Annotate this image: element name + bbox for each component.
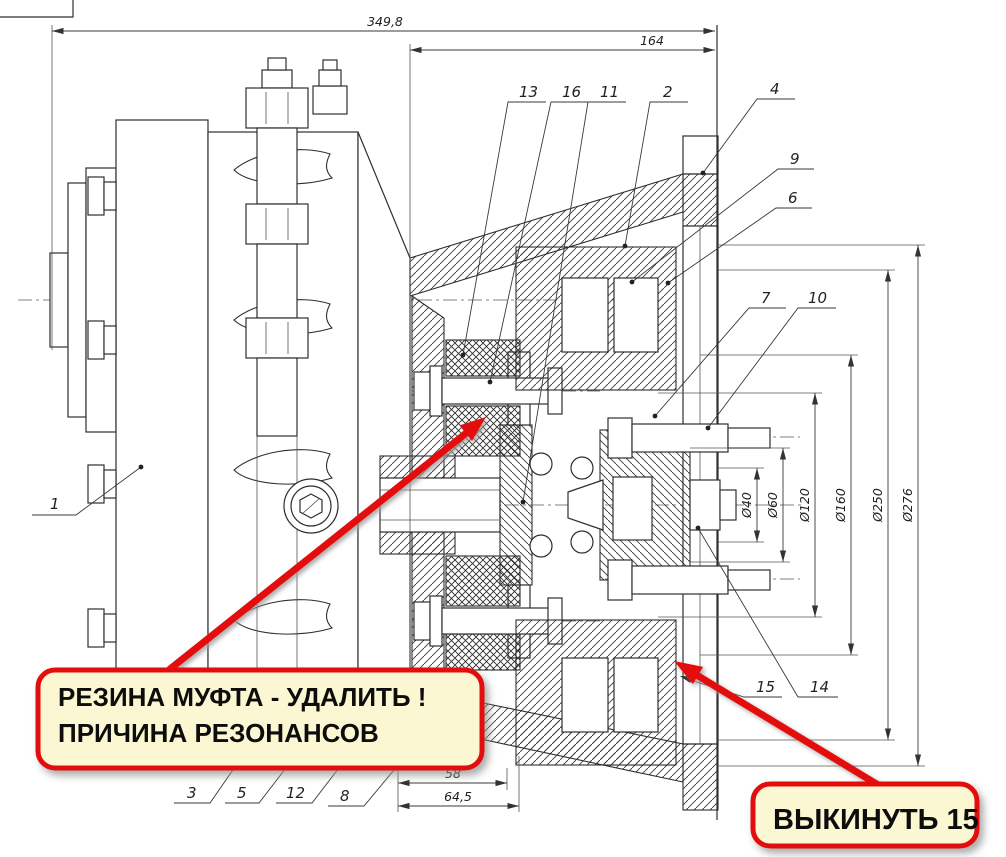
coupling-bolt-top — [413, 365, 563, 417]
dim-bell-length: 164 — [409, 33, 715, 770]
callout-10-label: 10 — [808, 289, 827, 307]
callout-8-label: 8 — [340, 787, 350, 805]
callout-6-label: 6 — [788, 189, 798, 207]
callout-16: 16 — [487, 83, 589, 385]
callout-3-label: 3 — [187, 784, 197, 802]
stud-column — [245, 57, 309, 690]
callout-5: 5 — [225, 763, 290, 804]
callout-11: 11 — [520, 83, 626, 505]
callout-6: 6 — [665, 189, 812, 286]
callout-4-label: 4 — [770, 80, 780, 98]
rubber-arrow — [166, 426, 474, 673]
frame-fragment — [0, 0, 74, 18]
callout-1-label: 1 — [50, 495, 60, 513]
dim-d250-label: Ø250 — [870, 488, 885, 523]
flywheel-ring-bottom — [515, 619, 677, 766]
bottom-bracket — [682, 743, 719, 811]
callout-12-label: 12 — [286, 784, 305, 802]
callout-13: 13 — [460, 83, 546, 358]
dim-bell-label: 164 — [640, 33, 664, 48]
dim-d120-label: Ø120 — [797, 488, 812, 523]
rubber-note-box — [35, 667, 485, 771]
dim-d250: Ø250 — [718, 269, 895, 741]
callout-15: 15 — [680, 676, 782, 698]
callout-13-label: 13 — [519, 83, 538, 101]
callout-15-label: 15 — [756, 678, 775, 696]
callout-4: 4 — [700, 80, 795, 176]
dim-64-5-label: 64,5 — [444, 789, 472, 804]
flange-bolts — [87, 176, 117, 648]
dim-d160-label: Ø160 — [833, 488, 848, 523]
top-bracket — [682, 135, 719, 175]
callout-3: 3 — [174, 763, 238, 804]
callout-11-label: 11 — [600, 83, 619, 101]
rubber-cushions — [445, 339, 521, 671]
top-bracket-base — [682, 173, 719, 227]
central-bolt — [689, 479, 721, 531]
dim-d40-label: Ø40 — [739, 492, 754, 519]
callout-7: 7 — [652, 289, 786, 419]
dim-d60-label: Ø60 — [765, 492, 780, 519]
dim-d60: Ø60 — [690, 447, 790, 563]
filler-cap — [312, 59, 348, 115]
discard-arrow — [686, 667, 902, 801]
callout-9-label: 9 — [790, 150, 800, 168]
discard-note-box — [750, 781, 980, 849]
callout-5-label: 5 — [237, 784, 247, 802]
dim-64-5: 64,5 — [397, 756, 520, 812]
input-hub — [49, 252, 69, 348]
discard-note-label: ВЫКИНУТЬ 15 — [773, 804, 979, 836]
dim-overall-label: 349,8 — [367, 14, 403, 29]
bearing-balls — [529, 452, 594, 558]
callout-9: 9 — [629, 150, 814, 285]
callout-16-label: 16 — [562, 83, 581, 101]
dim-d40: Ø40 — [718, 467, 764, 543]
discard-arrow-head — [674, 661, 704, 685]
housing-right-wall — [357, 131, 411, 693]
dim-d160: Ø160 — [700, 354, 858, 656]
callout-12: 12 — [276, 763, 343, 804]
stud-bottom — [607, 559, 771, 601]
rubber-note-line2: ПРИЧИНА РЕЗОНАНСОВ — [58, 718, 379, 748]
flywheel-ring-top — [515, 246, 677, 391]
dimensions: 349,8 164 58 64,5 Ø40 Ø60 — [51, 14, 925, 812]
markup-arrows — [166, 417, 902, 801]
shaft-collar-bottom — [379, 531, 456, 555]
flange-column — [115, 119, 209, 693]
callout-2: 2 — [622, 83, 688, 249]
callout-1: 1 — [32, 464, 144, 516]
rubber-arrow-head — [459, 417, 486, 441]
annotation-notes: РЕЗИНА МУФТА - УДАЛИТЬ ! ПРИЧИНА РЕЗОНАН… — [35, 667, 980, 849]
callout-7-label: 7 — [761, 289, 771, 307]
drain-plug — [283, 478, 339, 534]
callout-14: 14 — [695, 525, 838, 698]
rubber-note-line1: РЕЗИНА МУФТА - УДАЛИТЬ ! — [58, 682, 426, 712]
input-disk — [67, 182, 87, 418]
motor-assembly — [49, 57, 411, 759]
dim-overall-length: 349,8 — [51, 14, 715, 350]
callout-2-label: 2 — [663, 83, 673, 101]
stud-top — [607, 417, 771, 459]
dim-d276-label: Ø276 — [900, 488, 915, 523]
dim-d276: Ø276 — [718, 244, 925, 767]
callout-10: 10 — [705, 289, 836, 431]
callout-14-label: 14 — [810, 678, 829, 696]
dim-d120: Ø120 — [658, 392, 822, 618]
part-callouts: 1 13 16 11 2 4 9 6 — [32, 80, 838, 807]
